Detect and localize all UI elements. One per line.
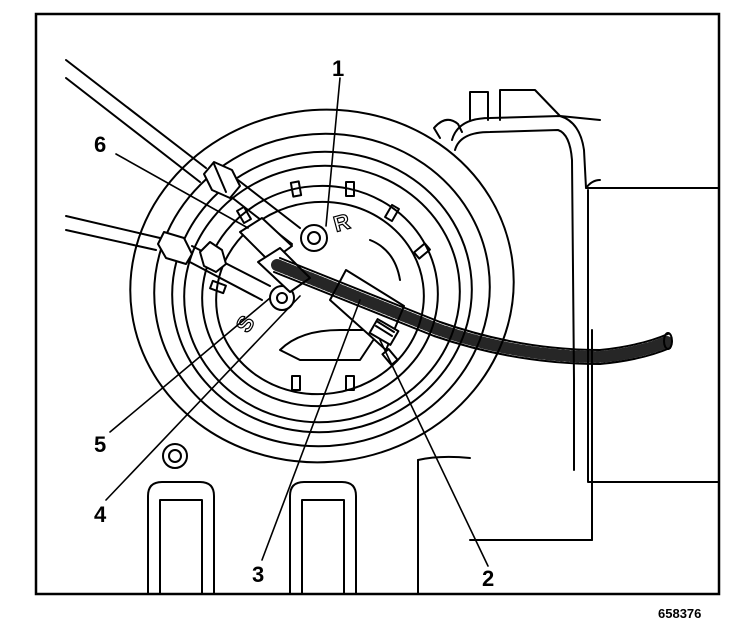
callout-1: 1 bbox=[332, 56, 344, 81]
tank-housing bbox=[417, 89, 719, 595]
mounting-bolt bbox=[162, 443, 188, 469]
leader-line-4 bbox=[105, 295, 301, 501]
callout-4: 4 bbox=[94, 502, 107, 527]
leader-lines bbox=[105, 77, 489, 567]
leader-line-6 bbox=[115, 153, 249, 229]
leader-line-1 bbox=[325, 77, 341, 227]
callout-2: 2 bbox=[482, 566, 494, 591]
leader-line-3 bbox=[261, 299, 361, 561]
callout-3: 3 bbox=[252, 562, 264, 587]
upper-fitting-nut bbox=[203, 161, 241, 199]
sender-ring-assembly bbox=[129, 108, 515, 464]
leader-line-5 bbox=[109, 297, 271, 433]
wiring-harness bbox=[271, 257, 675, 365]
leader-line-2 bbox=[379, 339, 489, 567]
tank-ports bbox=[147, 481, 357, 595]
figure-id: 658376 bbox=[658, 606, 701, 621]
ring-letter-r: R bbox=[331, 209, 353, 237]
callout-5: 5 bbox=[94, 432, 106, 457]
lock-ring-tabs bbox=[209, 180, 431, 391]
upper-pipe-end bbox=[300, 224, 328, 252]
lower-fitting-nut bbox=[157, 231, 227, 273]
callout-6: 6 bbox=[94, 132, 106, 157]
